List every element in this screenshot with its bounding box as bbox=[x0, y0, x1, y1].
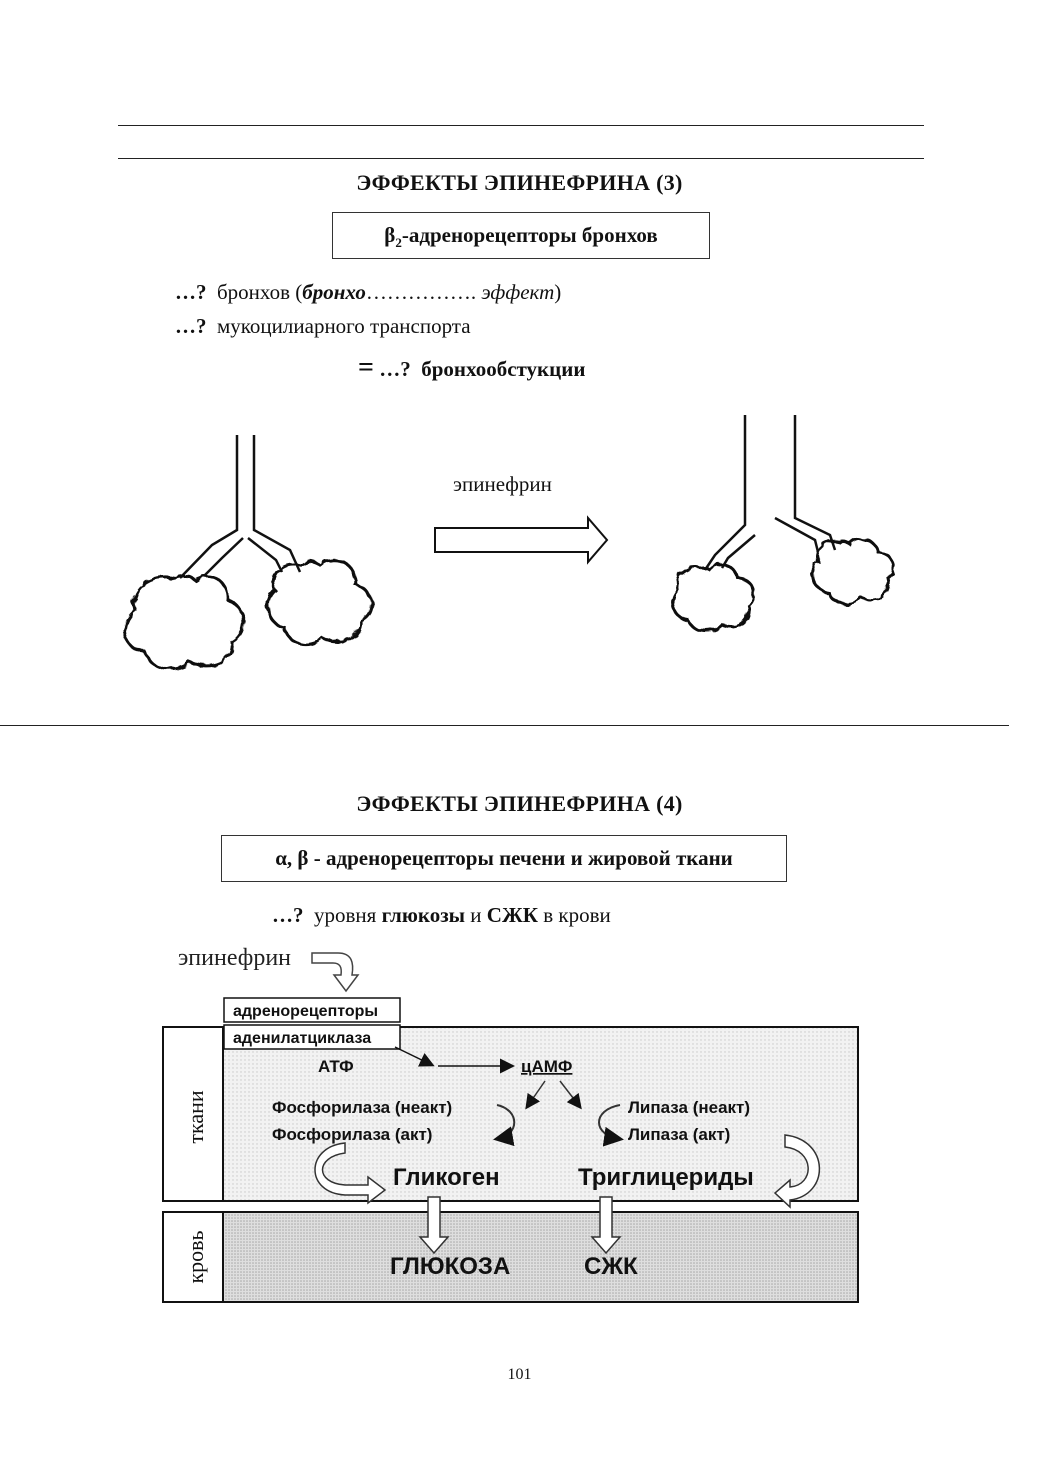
glycogen-label: Гликоген bbox=[393, 1164, 500, 1191]
section4-receptor-box: α, β - адренорецепторы печени и жировой … bbox=[221, 835, 787, 882]
section3-line3: = …? бронхообстукции bbox=[358, 352, 585, 384]
triglycerides-label: Триглицериды bbox=[578, 1164, 754, 1191]
lipase-inactive: Липаза (неакт) bbox=[628, 1098, 750, 1117]
epinephrine-label: эпинефрин bbox=[178, 945, 291, 971]
lipase-curve-arrow bbox=[598, 1104, 624, 1147]
line3-text: бронхообстукции bbox=[421, 357, 586, 381]
ffa-down-arrow bbox=[590, 1196, 622, 1255]
lipase-active: Липаза (акт) bbox=[628, 1125, 730, 1144]
glycogen-curve-arrow bbox=[314, 1142, 387, 1205]
receptor-subscript: 2 bbox=[395, 235, 402, 251]
top-rule-2 bbox=[118, 158, 924, 159]
line1-close: ) bbox=[554, 280, 562, 304]
phos-active: Фосфорилаза (акт) bbox=[272, 1125, 432, 1144]
blank-marker: …? bbox=[175, 314, 207, 338]
line2-text: мукоцилиарного транспорта bbox=[217, 314, 471, 338]
section-separator bbox=[0, 725, 1009, 726]
adrenoreceptors-box bbox=[223, 997, 401, 1023]
line1-bold-italic: бронхо bbox=[302, 280, 366, 304]
page-number: 101 bbox=[507, 1366, 532, 1383]
section3-line1: …? бронхов (бронхо……………. эффект) bbox=[175, 280, 561, 305]
section3-receptor-box: β2-адренорецепторы бронхов bbox=[332, 212, 710, 259]
bronchi-illustration bbox=[123, 415, 896, 671]
metabolism-diagram: ткани кровь эпинефрин адренорецепторы ад… bbox=[162, 945, 859, 1303]
arrow-label: эпинефрин bbox=[453, 472, 552, 496]
blood-panel bbox=[162, 1211, 859, 1303]
adenylate-cyclase-box bbox=[223, 1024, 401, 1050]
phos-curve-arrow bbox=[493, 1104, 516, 1147]
line-text-glucose: глюкозы bbox=[381, 903, 466, 927]
lungs-after bbox=[671, 415, 896, 633]
equals-sign: = bbox=[358, 352, 374, 383]
blank-marker: …? bbox=[379, 357, 411, 381]
tissue-label: ткани bbox=[183, 1090, 208, 1144]
adrenoreceptors-label: адренорецепторы bbox=[233, 1003, 378, 1020]
receptor-rest: -адренорецепторы бронхов bbox=[401, 223, 658, 247]
atp-label: АТФ bbox=[318, 1057, 354, 1076]
line-text-and: и bbox=[465, 903, 487, 927]
line-text-a: уровня bbox=[314, 903, 382, 927]
blank-marker: …? bbox=[175, 280, 207, 304]
camp-label: цАМФ bbox=[521, 1057, 572, 1076]
epinephrine-arrow-icon bbox=[311, 952, 360, 993]
epinephrine-arrow bbox=[434, 515, 609, 565]
blood-label: кровь bbox=[183, 1230, 208, 1283]
line-text-ffa: СЖК bbox=[486, 903, 538, 927]
blank-marker: …? bbox=[272, 903, 304, 927]
glucose-down-arrow bbox=[418, 1196, 450, 1255]
lungs-before bbox=[123, 435, 373, 671]
section4-title: ЭФФЕКТЫ ЭПИНЕФРИНА (4) bbox=[356, 791, 683, 816]
section3-line2: …? мукоцилиарного транспорта bbox=[175, 314, 471, 339]
line1-text: бронхов ( bbox=[217, 280, 303, 304]
line1-dots: ……………. bbox=[365, 280, 477, 304]
glucose-label: ГЛЮКОЗА bbox=[390, 1253, 510, 1280]
section3-title: ЭФФЕКТЫ ЭПИНЕФРИНА (3) bbox=[356, 170, 683, 195]
ffa-label: СЖК bbox=[584, 1253, 638, 1280]
adenylate-cyclase-label: аденилатциклаза bbox=[233, 1030, 371, 1047]
top-rule-1 bbox=[118, 125, 924, 126]
phos-inactive: Фосфорилаза (неакт) bbox=[272, 1098, 452, 1117]
receptor-beta: β bbox=[384, 223, 396, 247]
line-text-blood: в крови bbox=[537, 903, 611, 927]
triglyceride-curve-arrow bbox=[773, 1134, 821, 1209]
section4-line: …? уровня глюкозы и СЖК в крови bbox=[272, 903, 611, 928]
line1-italic: эффект bbox=[476, 280, 555, 304]
